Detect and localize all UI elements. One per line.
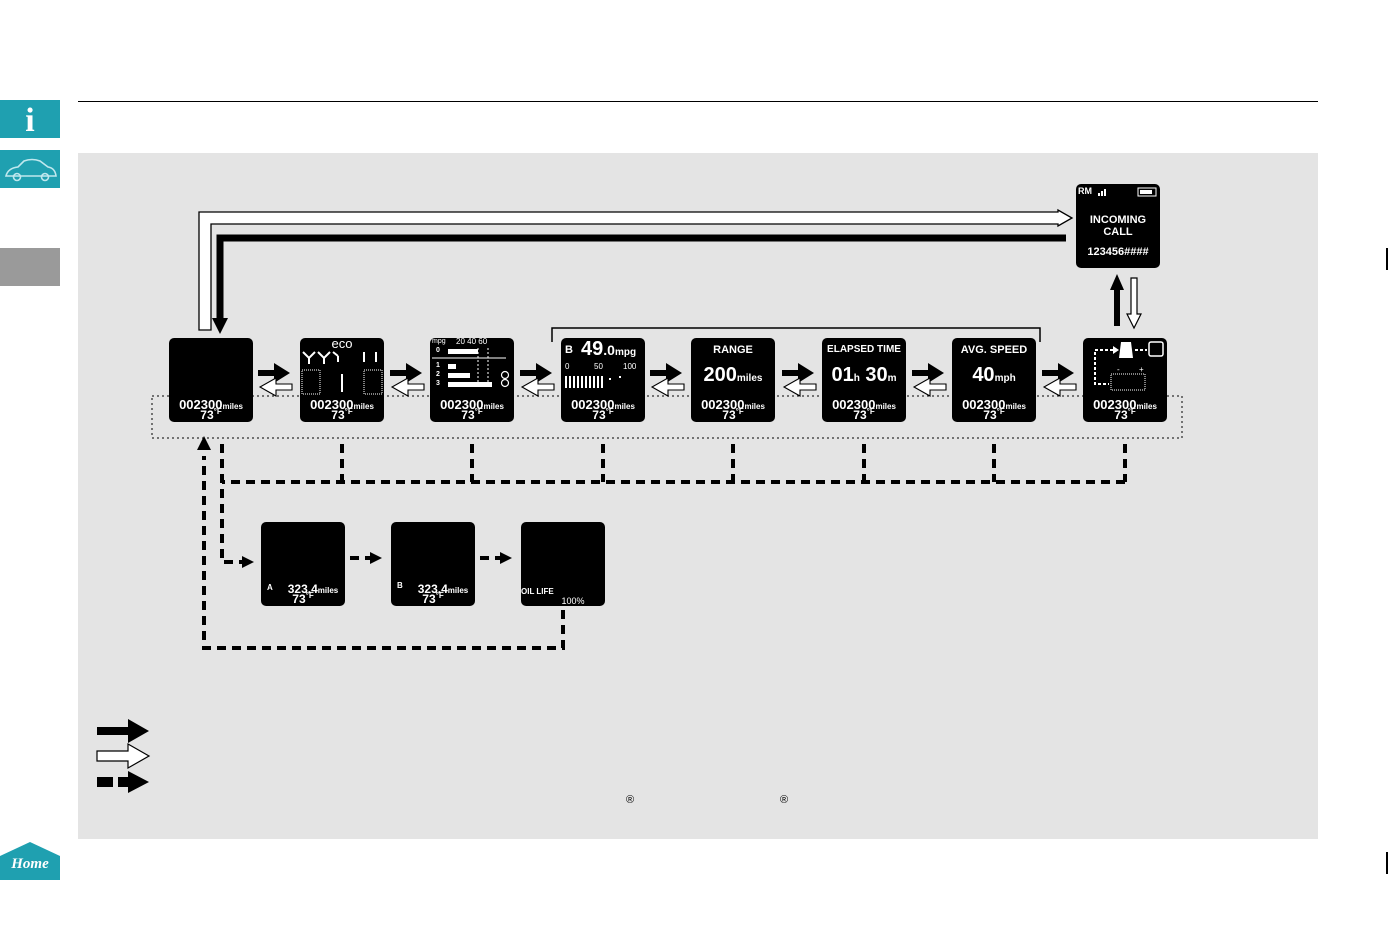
section-tab[interactable] bbox=[0, 248, 60, 286]
legend-outline-arrow bbox=[96, 742, 151, 770]
screen-range: RANGE 200miles 002300miles 73°F bbox=[691, 338, 775, 422]
edge-mark bbox=[1386, 248, 1388, 270]
dashed-bus bbox=[202, 444, 1127, 650]
home-button[interactable]: Home bbox=[0, 840, 60, 880]
car-icon bbox=[0, 150, 60, 188]
energy-flow-icon: - + bbox=[1094, 341, 1164, 391]
screen-avg-speed: AVG. SPEED 40mph 002300miles 73°F bbox=[952, 338, 1036, 422]
info-icon: i bbox=[0, 100, 60, 138]
legend bbox=[96, 719, 151, 793]
eco-leaf-icon bbox=[301, 351, 383, 395]
screen-elapsed-time: ELAPSED TIME 01h 30m 002300miles 73°F bbox=[822, 338, 906, 422]
screen-instant-mpg: B 49.0mpg 0 50 100 002300miles 73°F bbox=[561, 338, 645, 422]
legend-dashed-arrow bbox=[97, 771, 149, 793]
svg-text:Home: Home bbox=[10, 856, 49, 872]
header-rule bbox=[78, 101, 1318, 102]
svg-text:i: i bbox=[25, 102, 34, 138]
svg-text:-: - bbox=[1117, 365, 1120, 374]
group-bracket bbox=[551, 327, 1041, 342]
screen-eco: eco 002300miles 73°F bbox=[300, 336, 384, 422]
screen-main: 002300miles 73°F bbox=[169, 338, 253, 422]
screen-mpg-history: mpg 20 40 60 0 1 2 3 002300miles 73°F bbox=[430, 337, 514, 422]
instant-mpg-bars bbox=[565, 376, 621, 388]
down-outline-arrow bbox=[1126, 277, 1142, 330]
from-call-arrowhead bbox=[212, 318, 228, 334]
to-call-arrow bbox=[198, 208, 1074, 331]
signal-battery-icon bbox=[1098, 187, 1157, 197]
home-icon: Home bbox=[0, 842, 60, 880]
legend-solid-arrow bbox=[97, 719, 149, 743]
screen-oil-life: OIL LIFE 100% bbox=[521, 522, 605, 606]
screen-trip-a: A 323.4miles 73°F bbox=[261, 522, 345, 606]
info-tab[interactable]: i bbox=[0, 100, 60, 138]
from-call-line bbox=[216, 234, 1066, 322]
registered-mark-2: ® bbox=[780, 794, 788, 806]
screen-incoming-call: RM INCOMING CALL 123456#### bbox=[1076, 184, 1160, 268]
svg-text:+: + bbox=[1139, 365, 1144, 374]
up-arrow bbox=[1110, 274, 1124, 290]
screen-energy-flow: - + 002300miles 73°F bbox=[1083, 338, 1167, 422]
registered-mark-1: ® bbox=[626, 794, 634, 806]
mpg-history-bars bbox=[432, 348, 510, 388]
car-tab[interactable] bbox=[0, 150, 60, 188]
edge-mark bbox=[1386, 852, 1388, 874]
nav-arrows bbox=[258, 363, 1077, 397]
screen-trip-b: B 323.4miles 73°F bbox=[391, 522, 475, 606]
